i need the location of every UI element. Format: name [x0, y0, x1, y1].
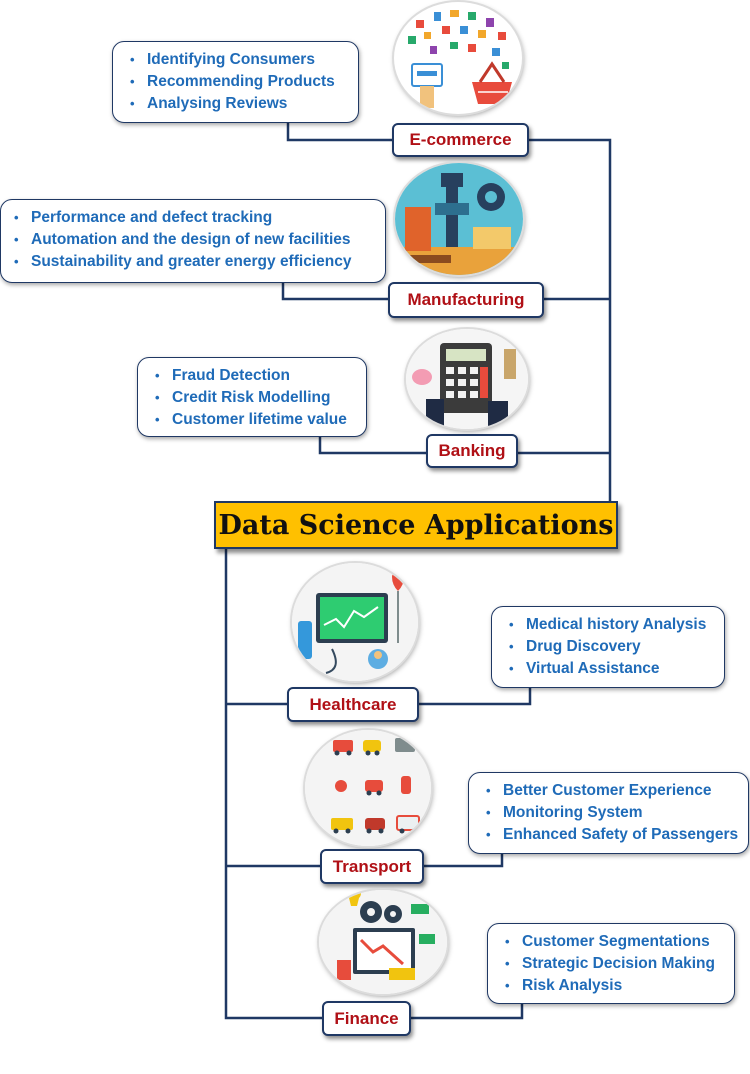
- list-item: Medical history Analysis: [502, 614, 714, 636]
- list-item: Identifying Consumers: [123, 49, 348, 71]
- list-item: Drug Discovery: [502, 636, 714, 658]
- manufacturing-label: Manufacturing: [388, 282, 544, 318]
- list-item: Fraud Detection: [148, 365, 356, 387]
- list-item: Customer Segmentations: [498, 931, 724, 953]
- list-item: Automation and the design of new facilit…: [7, 229, 379, 251]
- list-item: Strategic Decision Making: [498, 953, 724, 975]
- list-item: Performance and defect tracking: [7, 207, 379, 229]
- ecommerce-bullets: Identifying Consumers Recommending Produ…: [112, 41, 359, 123]
- transport-bullets: Better Customer Experience Monitoring Sy…: [468, 772, 749, 854]
- list-item: Sustainability and greater energy effici…: [7, 251, 379, 273]
- list-item: Analysing Reviews: [123, 93, 348, 115]
- list-item: Virtual Assistance: [502, 658, 714, 680]
- transport-label: Transport: [320, 849, 424, 884]
- list-item: Risk Analysis: [498, 975, 724, 997]
- healthcare-bullets: Medical history Analysis Drug Discovery …: [491, 606, 725, 688]
- medical-monitor-icon: [292, 563, 418, 681]
- banking-label: Banking: [426, 434, 518, 468]
- finance-chart-icon: [319, 890, 447, 994]
- healthcare-label: Healthcare: [287, 687, 419, 722]
- finance-bullets: Customer Segmentations Strategic Decisio…: [487, 923, 735, 1004]
- list-item: Better Customer Experience: [479, 780, 738, 802]
- ecommerce-label: E-commerce: [392, 123, 529, 157]
- list-item: Recommending Products: [123, 71, 348, 93]
- vehicles-icon: [305, 730, 431, 846]
- shopping-icon: [394, 2, 522, 114]
- list-item: Enhanced Safety of Passengers: [479, 824, 738, 846]
- manufacturing-bullets: Performance and defect tracking Automati…: [0, 199, 386, 283]
- list-item: Customer lifetime value: [148, 409, 356, 431]
- factory-icon: [395, 163, 523, 275]
- banking-bullets: Fraud Detection Credit Risk Modelling Cu…: [137, 357, 367, 437]
- list-item: Monitoring System: [479, 802, 738, 824]
- list-item: Credit Risk Modelling: [148, 387, 356, 409]
- page-title: Data Science Applications: [214, 501, 618, 549]
- calculator-icon: [406, 329, 528, 429]
- finance-label: Finance: [322, 1001, 411, 1036]
